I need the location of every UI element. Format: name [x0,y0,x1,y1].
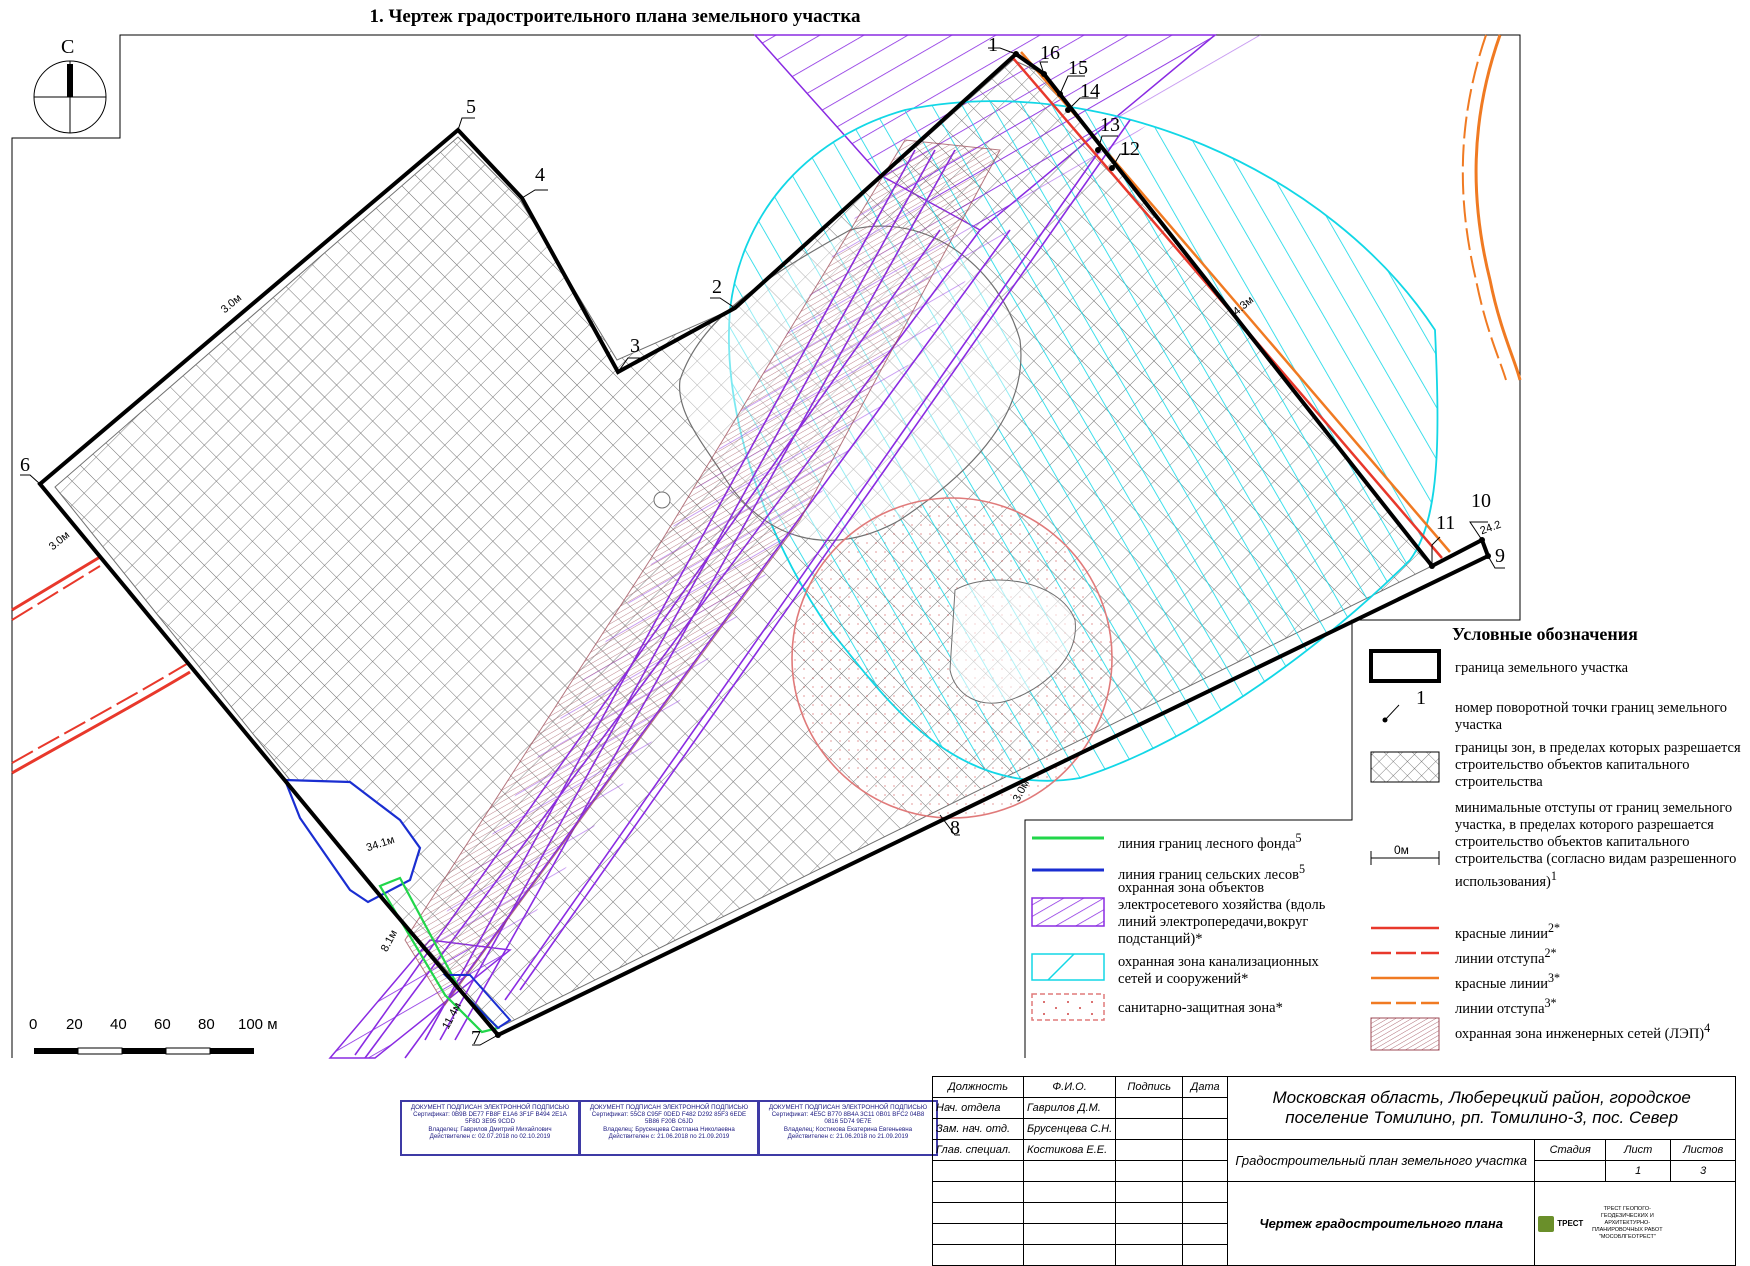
drawing-title: 1. Чертеж градостроительного плана земел… [369,6,861,27]
scale-tick: 80 [198,1016,215,1033]
legend-item: номер поворотной точки границ земельного… [1455,700,1728,733]
scale-bar [18,1012,308,1058]
doc-name: Градостроительный план земельного участк… [1227,1139,1536,1182]
signature-stamp: ДОКУМЕНТ ПОДПИСАН ЭЛЕКТРОННОЙ ПОДПИСЬЮ С… [400,1100,580,1156]
legend-left-item: линия границ сельских лесов5 [1118,862,1305,883]
point-label-3: 3 [630,335,640,357]
point-label-5: 5 [466,96,476,118]
legend-left-item: санитарно-защитная зона* [1118,1000,1283,1016]
legend-item: красные линии2* [1455,921,1561,942]
rural-forest-line [283,778,422,904]
legend-left-item: охранная зона объектов электросетевого х… [1118,880,1326,947]
legend-item: границы зон, в пределах которых разрешае… [1455,740,1741,790]
legend-left-swatches [1031,836,1105,1021]
legend-item: красные линии3* [1455,971,1561,992]
legend-item: линии отступа2* [1455,946,1557,967]
legend-sample-point: 1 [1416,687,1426,709]
point-label-10: 10 [1471,490,1491,512]
site-plan [11,34,1522,1059]
legend-item: граница земельного участка [1455,660,1629,676]
point-label-8: 8 [950,817,960,839]
point-label-4: 4 [535,164,545,186]
legend-item: охранная зона инженерных сетей (ЛЭП)4 [1455,1021,1711,1042]
red-line-lower [11,670,191,775]
point-label-12: 12 [1120,138,1140,160]
signature-stamp: ДОКУМЕНТ ПОДПИСАН ЭЛЕКТРОННОЙ ПОДПИСЬЮ С… [758,1100,938,1156]
org-logo-icon [1538,1215,1555,1232]
orange-red-line [1474,34,1522,381]
legend-title: Условные обозначения [1452,624,1638,644]
title-block: Должность Ф.И.О. Подпись Дата Московская… [932,1076,1737,1266]
point-label-1: 1 [988,34,998,56]
org-block: ТРЕСТ ТРЕСТ ГЕОПОГО-ГЕОДЕЗИЧЕСКИХ И АРХИ… [1534,1181,1737,1266]
drawing-name: Чертеж градостроительного плана [1227,1181,1536,1266]
legend-item: минимальные отступы от границ земельного… [1455,800,1737,890]
scale-tick: 100 м [238,1016,278,1033]
scale-tick: 60 [154,1016,171,1033]
legend-left-item: охранная зона канализационных сетей и со… [1118,954,1319,987]
legend-sample-dim: 0м [1394,843,1409,857]
point-label-2: 2 [712,276,722,298]
scale-tick: 40 [110,1016,127,1033]
north-arrow [33,60,107,134]
point-label-9: 9 [1495,545,1505,567]
legend-item: линии отступа3* [1455,996,1557,1017]
point-label-15: 15 [1068,57,1088,79]
point-label-13: 13 [1100,114,1120,136]
signature-stamp: ДОКУМЕНТ ПОДПИСАН ЭЛЕКТРОННОЙ ПОДПИСЬЮ С… [579,1100,759,1156]
point-label-11: 11 [1436,512,1456,534]
legend-left-item: линия границ лесного фонда5 [1118,831,1302,852]
red-line-upper [11,555,101,612]
point-label-14: 14 [1080,80,1100,102]
point-label-16: 16 [1040,42,1060,64]
point-label-7: 7 [471,1027,481,1049]
scale-tick: 20 [66,1016,83,1033]
north-label: С [61,36,75,58]
point-label-6: 6 [20,454,30,476]
lep-zone [404,139,1001,1006]
scale-tick: 0 [29,1016,38,1033]
location: Московская область, Люберецкий район, го… [1227,1076,1737,1140]
legend-right-swatches [1369,649,1441,1051]
